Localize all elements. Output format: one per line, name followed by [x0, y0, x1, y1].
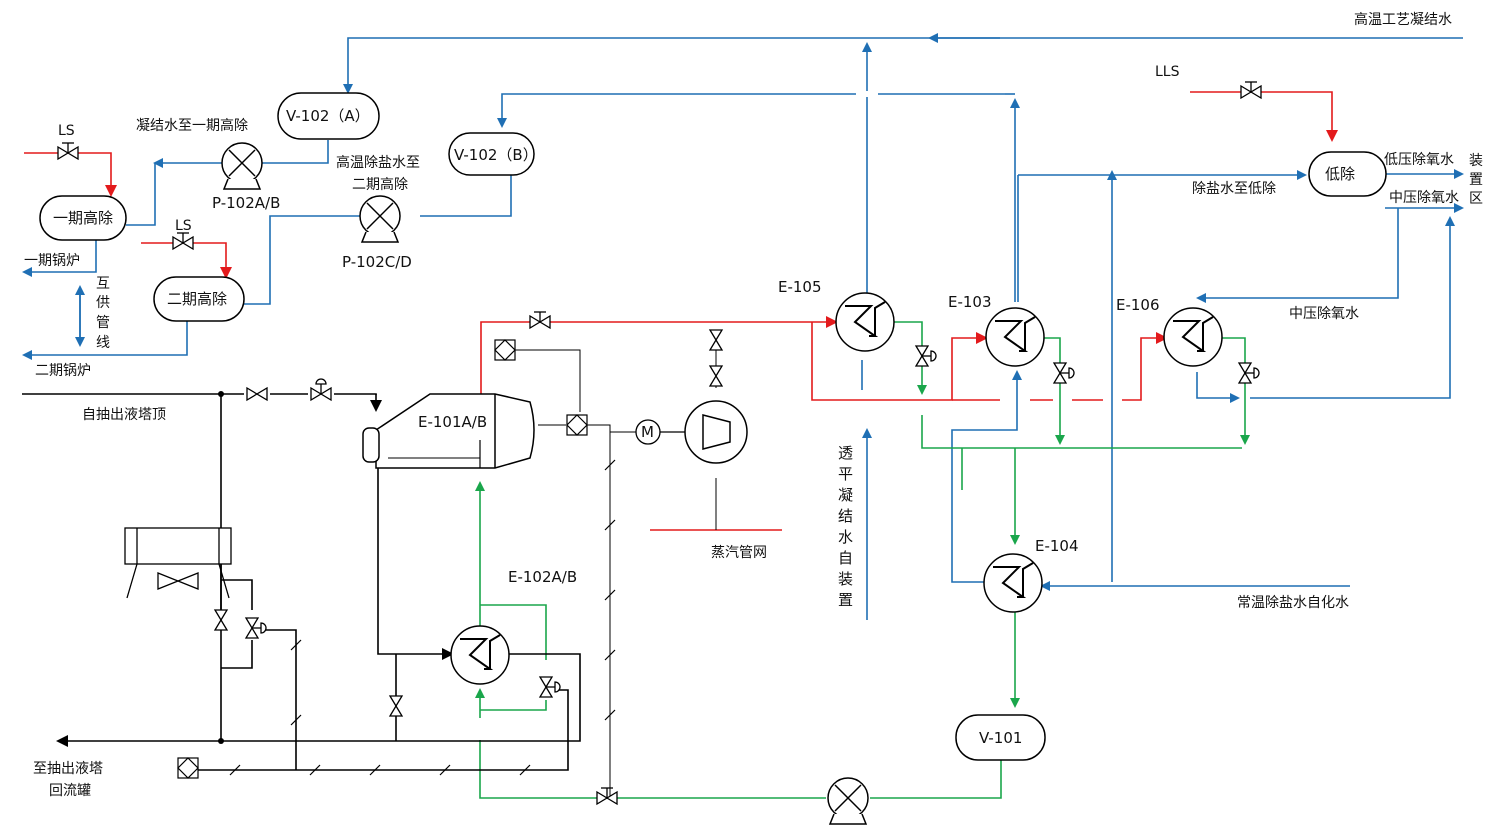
label-ls-1: LS — [58, 123, 75, 139]
label-to-tower-b: 回流罐 — [49, 783, 91, 799]
label-mp-deaerated-out: 中压除氧水 — [1389, 190, 1459, 206]
label-tping-4: 结 — [838, 507, 853, 525]
motor[interactable]: M — [635, 419, 685, 445]
label-interconnect-3: 管 — [96, 315, 110, 331]
control-valve-icon[interactable] — [1238, 362, 1260, 384]
deaerator-low-label: 低除 — [1325, 165, 1355, 183]
vessel-v101-label: V-101 — [979, 729, 1022, 747]
label-to-tower-a: 至抽出液塔 — [33, 761, 103, 777]
label-hot-desalt-b: 二期高除 — [352, 176, 408, 193]
label-high-temp-condensate: 高温工艺凝结水 — [1354, 11, 1452, 28]
label-tping-5: 水 — [838, 528, 853, 546]
control-valve-icon[interactable] — [310, 378, 332, 401]
gate-valve-icon[interactable] — [709, 329, 723, 351]
label-tping-6: 自 — [838, 549, 853, 567]
heat-exchanger-e102-label: E-102A/B — [508, 568, 577, 586]
steam-lines — [24, 91, 1338, 531]
pump-p102ab[interactable]: P-102A/B — [212, 142, 280, 212]
heat-exchanger-e106[interactable]: E-106 — [1116, 296, 1223, 367]
vessel-v102a[interactable]: V-102（A） — [277, 92, 380, 140]
turbine[interactable] — [684, 400, 748, 464]
vessel-v101[interactable]: V-101 — [955, 714, 1046, 761]
control-valve-icon[interactable] — [1053, 362, 1075, 384]
heat-exchanger-e102[interactable]: E-102A/B — [450, 568, 577, 685]
label-demin-to-lowdea: 除盐水至低除 — [1192, 181, 1276, 197]
label-lls: LLS — [1155, 64, 1180, 80]
pump-p102cd-label: P-102C/D — [342, 253, 412, 271]
deaerator-phase1-label: 一期高除 — [53, 209, 113, 227]
deaerator-phase2-label: 二期高除 — [167, 290, 227, 308]
label-cond-to-phase1: 凝结水至一期高除 — [136, 117, 248, 134]
label-unit-area-1: 装 — [1469, 153, 1483, 169]
pump-condensate[interactable] — [827, 777, 869, 825]
label-tping-3: 凝 — [838, 486, 853, 504]
reboiler-e101[interactable]: E-101A/B — [362, 393, 535, 469]
flow-meter-icon — [177, 757, 199, 779]
air-cooler[interactable] — [124, 527, 232, 599]
reboiler-e101-label: E-101A/B — [418, 413, 487, 431]
heat-exchanger-e103-label: E-103 — [948, 293, 992, 311]
label-steam-network: 蒸汽管网 — [711, 545, 767, 561]
vessel-v102a-label: V-102（A） — [286, 107, 370, 125]
label-tping-1: 透 — [838, 444, 853, 462]
deaerator-phase1[interactable]: 一期高除 — [39, 195, 127, 241]
deaerator-phase2[interactable]: 二期高除 — [153, 276, 245, 322]
label-tping-7: 装 — [838, 570, 853, 588]
gate-valve-icon[interactable] — [709, 365, 723, 387]
gate-valve-icon[interactable] — [389, 695, 403, 717]
pump-p102ab-label: P-102A/B — [212, 194, 280, 212]
control-valve-icon[interactable] — [915, 345, 937, 367]
label-ls-2: LS — [175, 218, 192, 234]
label-tping-2: 平 — [838, 465, 853, 483]
heat-exchanger-e105[interactable]: E-105 — [778, 278, 895, 352]
label-phase1-boiler: 一期锅炉 — [24, 253, 80, 269]
instruments — [177, 339, 588, 779]
valves[interactable] — [57, 81, 1262, 805]
gate-valve-icon[interactable] — [214, 609, 228, 631]
vessel-v102b-label: V-102（B） — [454, 146, 538, 164]
pump-p102cd[interactable]: P-102C/D — [342, 195, 412, 271]
flow-meter-icon — [494, 339, 516, 361]
control-valve-icon[interactable] — [245, 617, 267, 639]
stream-labels: 高温工艺凝结水 LLS LS LS 凝结水至一期高除 高温除盐水至 二期高除 一… — [24, 11, 1483, 799]
label-tping-8: 置 — [838, 591, 853, 609]
label-mp-deaerated-return: 中压除氧水 — [1289, 306, 1359, 322]
label-interconnect-4: 线 — [96, 335, 110, 351]
condensate-lines — [475, 321, 1250, 799]
gate-valve-icon[interactable] — [246, 387, 268, 401]
vessel-v102b[interactable]: V-102（B） — [448, 132, 538, 176]
heat-exchanger-e105-label: E-105 — [778, 278, 822, 296]
label-hot-desalt-a: 高温除盐水至 — [336, 154, 420, 171]
label-phase2-boiler: 二期锅炉 — [35, 363, 91, 379]
control-valve-icon[interactable] — [539, 676, 561, 698]
heat-exchanger-e106-label: E-106 — [1116, 296, 1160, 314]
fan-icon — [157, 572, 199, 590]
heat-exchanger-e104[interactable]: E-104 — [983, 537, 1079, 613]
deaerator-low[interactable]: 低除 — [1308, 151, 1387, 197]
heat-exchanger-e104-label: E-104 — [1035, 537, 1079, 555]
label-ambient-demin: 常温除盐水自化水 — [1237, 595, 1349, 611]
water-lines — [22, 33, 1464, 620]
label-lp-deaerated: 低压除氧水 — [1384, 152, 1454, 168]
label-interconnect-2: 供 — [96, 295, 110, 311]
label-interconnect-1: 互 — [96, 276, 110, 292]
label-from-tower-top: 自抽出液塔顶 — [82, 407, 166, 423]
motor-label: M — [641, 423, 654, 441]
label-unit-area-2: 置 — [1469, 172, 1483, 188]
label-unit-area-3: 区 — [1469, 191, 1483, 207]
heat-exchanger-e103[interactable]: E-103 — [948, 293, 1045, 367]
flow-meter-icon — [566, 414, 588, 436]
